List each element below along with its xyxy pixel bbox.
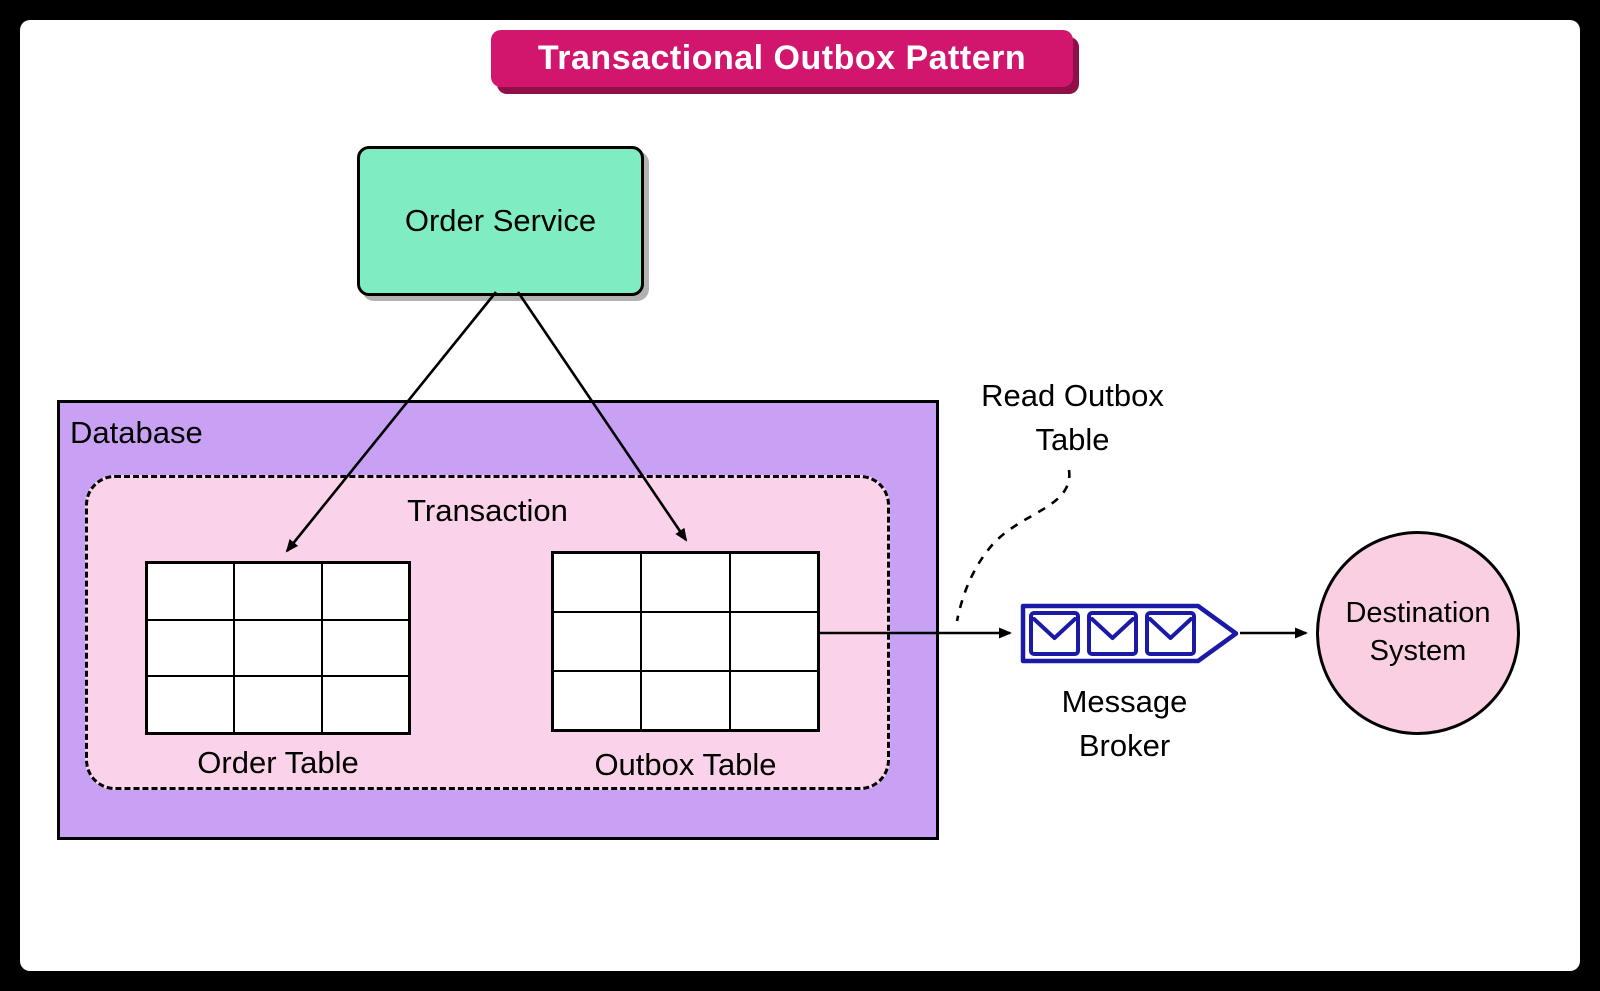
node-order-service: Order Service [357,146,644,296]
table-cell [641,612,730,671]
table-cell [147,619,235,677]
read-outbox-annotation: Read Outbox Table [981,378,1164,458]
table-cell [553,671,642,730]
table-cell [147,563,235,620]
node-destination-system: Destination System [1316,531,1520,735]
table-cell [729,612,818,671]
table-cell [234,619,322,677]
table-cell [234,676,322,733]
diagram-title: Transactional Outbox Pattern [491,30,1073,87]
table-cell [641,553,730,612]
database-label: Database [70,415,203,450]
table-cell [553,553,642,612]
table-cell [553,612,642,671]
table-cell [321,676,409,733]
destination-system-label: Destination System [1345,597,1491,667]
outbox-table-label: Outbox Table [594,747,777,782]
table-cell [641,671,730,730]
table-cell [729,553,818,612]
order-table-label: Order Table [197,745,359,780]
order-table-grid [145,561,411,735]
message-broker-label: Message Broker [1061,684,1188,764]
outbox-table-grid [551,551,820,732]
table-cell [729,671,818,730]
table-cell [147,676,235,733]
table-cell [234,563,322,620]
transaction-label: Transaction [407,493,568,528]
table-cell [321,563,409,620]
table-cell [321,619,409,677]
